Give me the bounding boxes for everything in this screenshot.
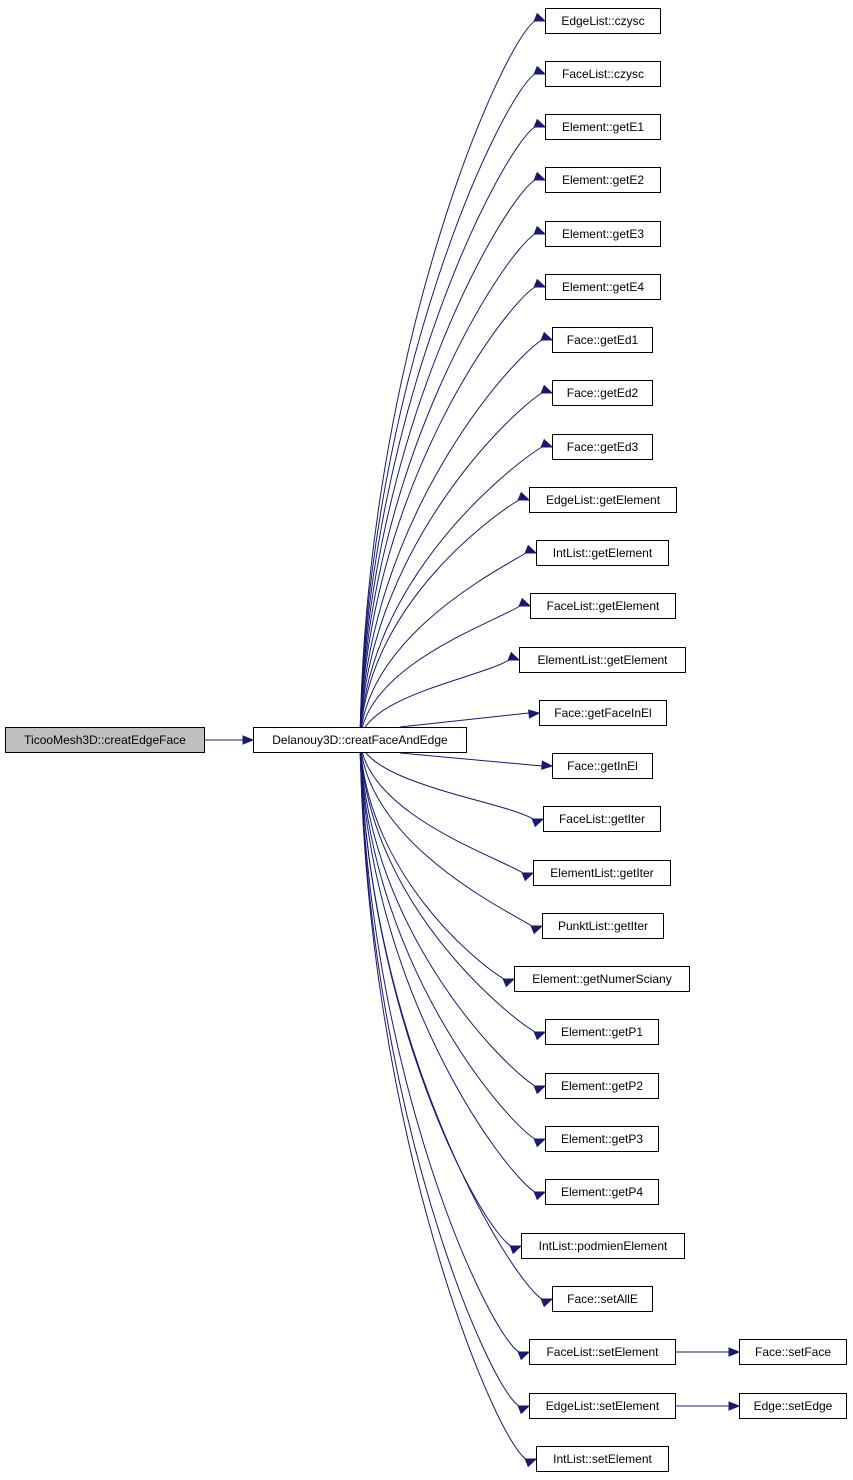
node-intlist-setelement[interactable]: IntList::setElement bbox=[536, 1446, 669, 1472]
arrowhead-edgelist-czysc bbox=[533, 12, 547, 22]
arrowhead-facelist-getiter bbox=[531, 818, 545, 828]
node-face-getfaceinel[interactable]: Face::getFaceInEl bbox=[539, 700, 667, 726]
node-elementlist-getiter[interactable]: ElementList::getIter bbox=[533, 860, 671, 886]
node-edgelist-setelement[interactable]: EdgeList::setElement bbox=[529, 1393, 676, 1419]
edge-center-to-element-gete2 bbox=[359, 179, 536, 741]
arrowhead-element-gete2 bbox=[533, 171, 547, 181]
edge-center-to-facelist-czysc bbox=[359, 73, 536, 741]
edge-center-to-punktlist-getiter bbox=[359, 739, 533, 927]
node-facelist-getiter[interactable]: FaceList::getIter bbox=[543, 806, 661, 832]
arrowhead-facelist-getelement bbox=[518, 597, 532, 607]
node-edge-setedge[interactable]: Edge::setEdge bbox=[739, 1393, 847, 1419]
node-face-geted2[interactable]: Face::getEd2 bbox=[552, 380, 653, 406]
arrowhead-facelist-setelement bbox=[517, 1351, 531, 1361]
edge-center-to-intlist-getelement bbox=[359, 552, 527, 741]
edge-center-to-element-gete3 bbox=[359, 233, 536, 741]
edge-center-to-face-getinel bbox=[399, 752, 543, 767]
edge-center-to-facelist-getiter bbox=[359, 739, 534, 820]
node-punktlist-getiter[interactable]: PunktList::getIter bbox=[542, 913, 664, 939]
edge-center-to-edgelist-setelement bbox=[359, 739, 520, 1407]
edge-center-to-face-geted1 bbox=[359, 339, 543, 741]
node-element-gete2[interactable]: Element::getE2 bbox=[545, 167, 661, 193]
node-face-setface[interactable]: Face::setFace bbox=[739, 1339, 847, 1365]
arrowhead-edgelist-getelement bbox=[517, 491, 531, 501]
edge-center-to-edgelist-czysc bbox=[359, 20, 536, 741]
arrowhead-face-setface bbox=[728, 1347, 741, 1357]
arrowhead-root-to-center bbox=[242, 735, 255, 745]
arrowhead-element-getp4 bbox=[533, 1191, 547, 1201]
edge-center-to-element-gete1 bbox=[359, 126, 536, 741]
node-facelist-getelement[interactable]: FaceList::getElement bbox=[530, 593, 676, 619]
arrowhead-intlist-getelement bbox=[524, 544, 538, 554]
arrowhead-element-getp2 bbox=[533, 1085, 547, 1095]
arrowhead-element-getp3 bbox=[533, 1138, 547, 1148]
edge-center-to-facelist-getelement bbox=[359, 605, 521, 741]
arrowhead-element-getnumersciany bbox=[502, 978, 516, 988]
node-element-getnumersciany[interactable]: Element::getNumerSciany bbox=[514, 966, 690, 992]
node-ticoomesh3d-createdgeface[interactable]: TicooMesh3D::creatEdgeFace bbox=[5, 727, 205, 753]
edge-center-to-face-getfaceinel bbox=[399, 712, 530, 728]
arrowhead-intlist-setelement bbox=[524, 1458, 538, 1468]
node-element-gete3[interactable]: Element::getE3 bbox=[545, 221, 661, 247]
arrowhead-face-getinel bbox=[541, 760, 554, 770]
node-intlist-podmienelement[interactable]: IntList::podmienElement bbox=[521, 1233, 685, 1259]
node-elementlist-getelement[interactable]: ElementList::getElement bbox=[519, 647, 686, 673]
edge-center-to-element-getp2 bbox=[359, 739, 536, 1087]
edge-center-to-element-getnumersciany bbox=[359, 739, 505, 980]
node-edgelist-czysc[interactable]: EdgeList::czysc bbox=[545, 8, 661, 34]
node-element-gete4[interactable]: Element::getE4 bbox=[545, 274, 661, 300]
arrowhead-edgelist-setelement bbox=[517, 1405, 531, 1415]
edge-center-to-face-geted3 bbox=[359, 446, 543, 741]
node-element-gete1[interactable]: Element::getE1 bbox=[545, 114, 661, 140]
edge-center-to-elementlist-getiter bbox=[359, 739, 524, 874]
node-face-geted1[interactable]: Face::getEd1 bbox=[552, 327, 653, 353]
node-element-getp2[interactable]: Element::getP2 bbox=[545, 1073, 659, 1099]
node-edgelist-getelement[interactable]: EdgeList::getElement bbox=[529, 487, 677, 513]
arrowhead-elementlist-getiter bbox=[521, 872, 535, 882]
arrowhead-punktlist-getiter bbox=[530, 925, 544, 935]
arrowhead-element-gete3 bbox=[533, 225, 547, 235]
edge-center-to-face-geted2 bbox=[359, 392, 543, 741]
node-face-getinel[interactable]: Face::getInEl bbox=[552, 753, 653, 779]
arrowhead-element-gete4 bbox=[533, 278, 547, 288]
node-facelist-setelement[interactable]: FaceList::setElement bbox=[529, 1339, 676, 1365]
arrowhead-face-getfaceinel bbox=[528, 709, 541, 719]
edge-center-to-element-getp3 bbox=[359, 739, 536, 1140]
node-element-getp1[interactable]: Element::getP1 bbox=[545, 1019, 659, 1045]
node-element-getp4[interactable]: Element::getP4 bbox=[545, 1179, 659, 1205]
edge-center-to-edgelist-getelement bbox=[359, 499, 520, 741]
arrowhead-face-setalle bbox=[540, 1298, 554, 1308]
arrowhead-face-geted3 bbox=[540, 438, 554, 448]
arrowhead-facelist-czysc bbox=[533, 65, 547, 75]
arrowhead-edge-setedge bbox=[728, 1401, 741, 1411]
node-element-getp3[interactable]: Element::getP3 bbox=[545, 1126, 659, 1152]
arrowhead-element-gete1 bbox=[533, 118, 547, 128]
arrowhead-face-geted2 bbox=[540, 384, 554, 394]
edge-center-to-intlist-setelement bbox=[359, 739, 527, 1460]
edge-center-to-element-getp4 bbox=[359, 739, 536, 1193]
edge-center-to-element-gete4 bbox=[359, 286, 536, 741]
arrowhead-element-getp1 bbox=[533, 1031, 547, 1041]
edge-center-to-elementlist-getelement bbox=[359, 659, 510, 741]
edge-center-to-face-setalle bbox=[359, 739, 543, 1300]
edge-center-to-facelist-setelement bbox=[359, 739, 520, 1353]
node-intlist-getelement[interactable]: IntList::getElement bbox=[536, 540, 669, 566]
arrowhead-intlist-podmienelement bbox=[509, 1245, 523, 1255]
edge-center-to-element-getp1 bbox=[359, 739, 536, 1033]
arrowhead-elementlist-getelement bbox=[507, 651, 521, 661]
arrowhead-face-geted1 bbox=[540, 331, 554, 341]
node-face-geted3[interactable]: Face::getEd3 bbox=[552, 434, 653, 460]
node-facelist-czysc[interactable]: FaceList::czysc bbox=[545, 61, 661, 87]
node-delanouy3d-creatfaceandedge[interactable]: Delanouy3D::creatFaceAndEdge bbox=[253, 727, 467, 753]
node-face-setalle[interactable]: Face::setAllE bbox=[552, 1286, 653, 1312]
